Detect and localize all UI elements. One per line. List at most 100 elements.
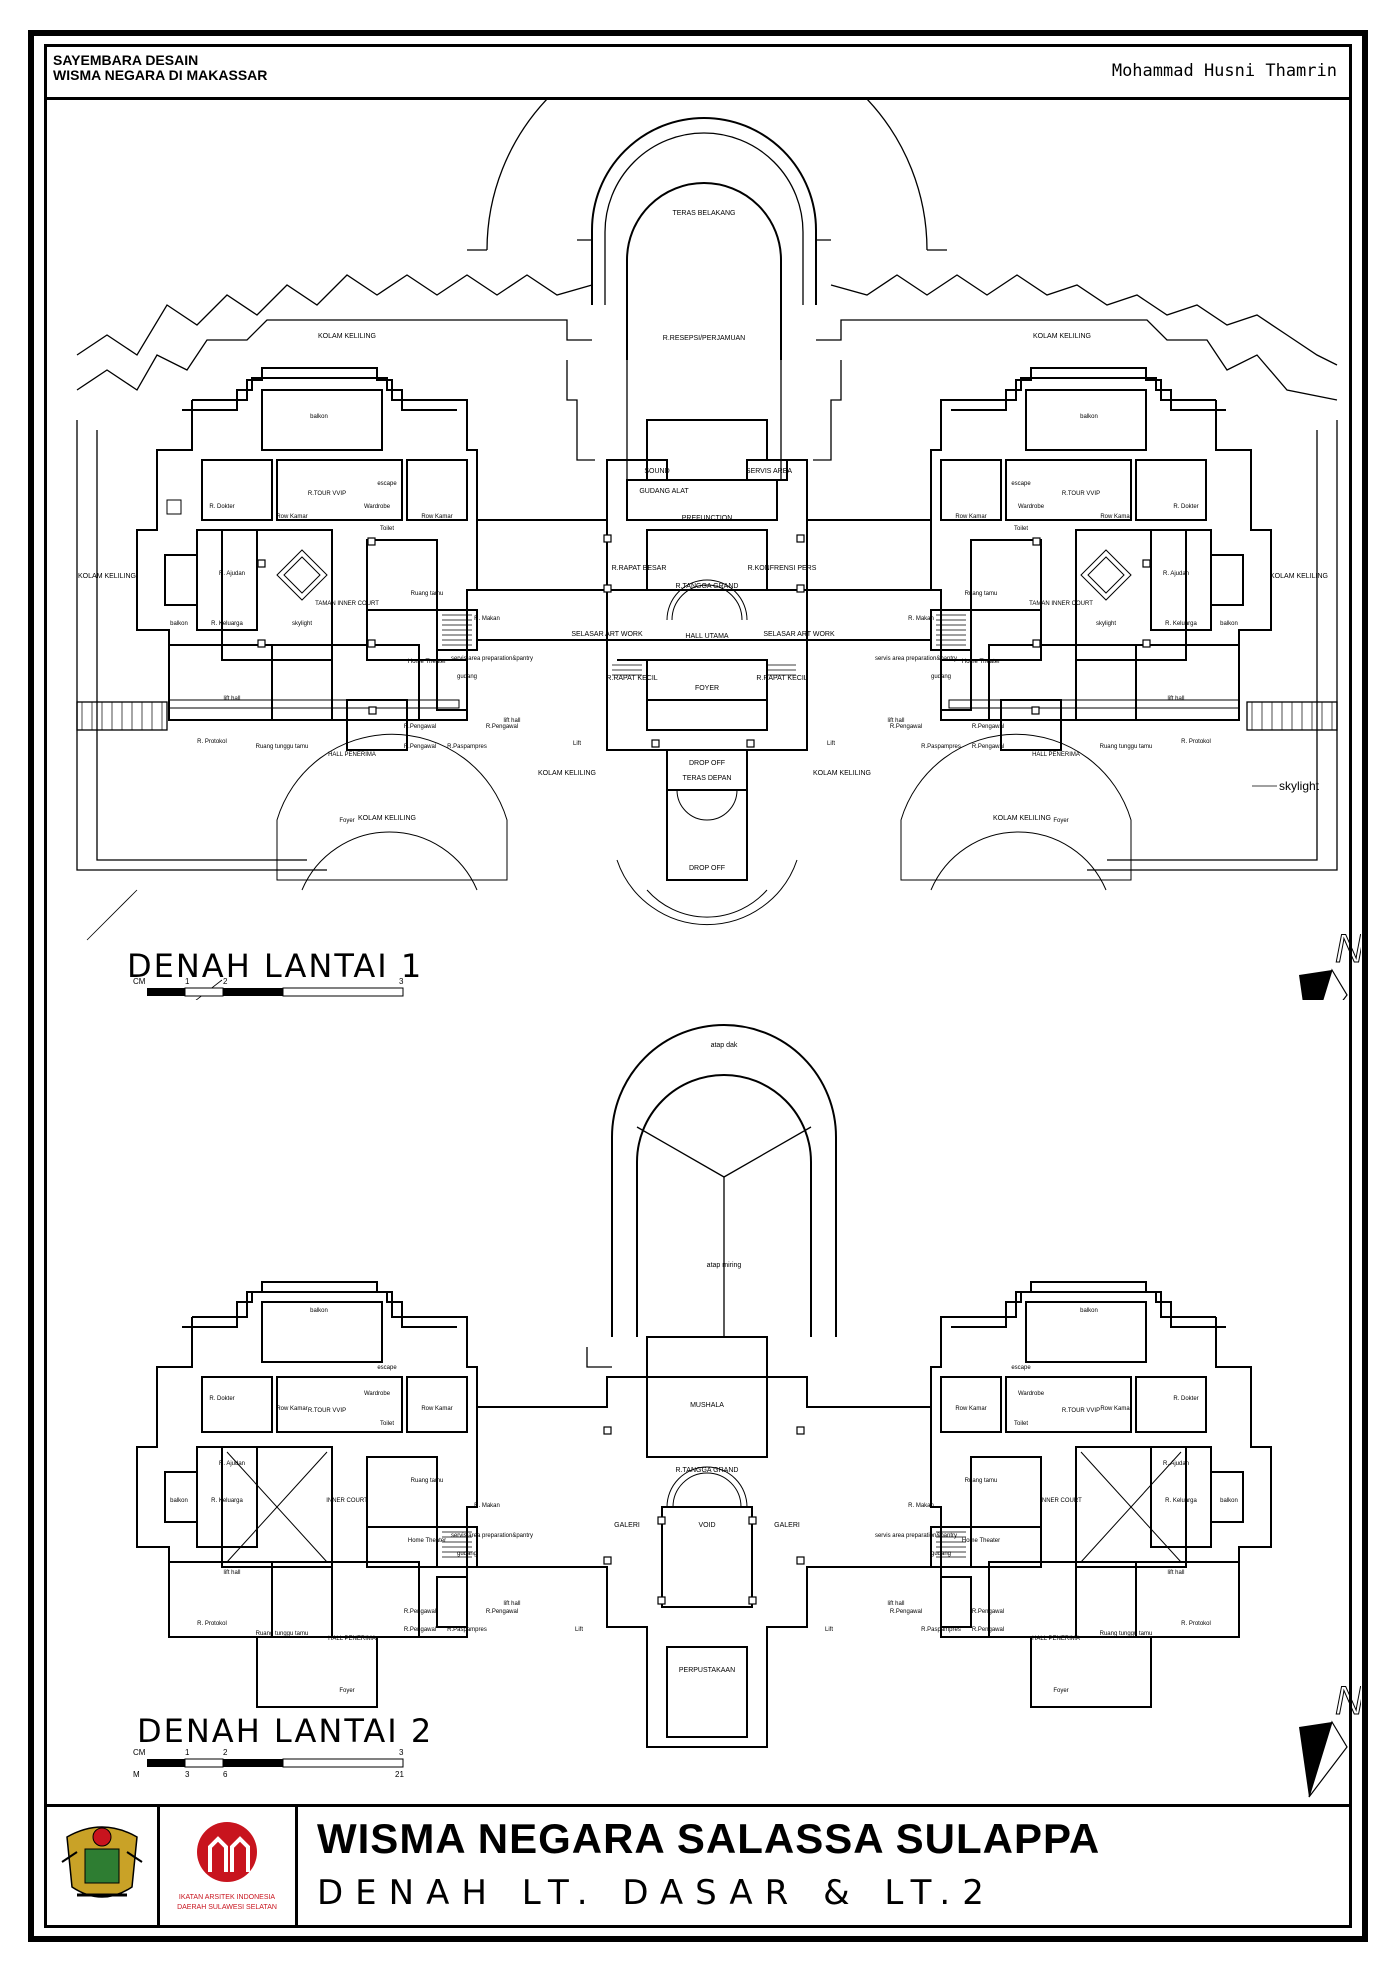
label-l-lift-s: Lift [573, 741, 581, 747]
label2-r-escape: escape [1011, 1365, 1031, 1371]
label-galeri-r: GALERI [774, 1522, 800, 1529]
label-tangga-grand-2: R.TANGGA GRAND [676, 1467, 739, 1474]
label2-r-ruang-tamu: Ruang tamu [965, 1478, 998, 1484]
label-drop-off-bottom: DROP OFF [689, 865, 725, 872]
label-teras-belakang: TERAS BELAKANG [672, 210, 735, 217]
label-rapat-kecil-l: R.RAPAT KECIL [606, 675, 657, 682]
label-r-servis: servis area preparation&pantry [875, 656, 957, 662]
author-name: Mohammad Husni Thamrin [1111, 61, 1337, 81]
label2-r-lift: lift hall [1167, 1570, 1184, 1576]
label-l-tunggu: Ruang tunggu tamu [256, 744, 309, 750]
label-l-pengawal1: R.Pengawal [404, 724, 436, 730]
label-l-protokol: R. Protokol [197, 739, 227, 745]
label-atap-dak: atap dak [711, 1042, 738, 1049]
label2-r-row-kamar1: Row Kamar [1100, 1406, 1131, 1412]
label2-r-pengawal3: R.Pengawal [890, 1609, 922, 1615]
scale1-m-label: M [133, 999, 140, 1000]
label2-l-protokol: R. Protokol [197, 1621, 227, 1627]
label2-l-foyer: Foyer [339, 1688, 354, 1694]
label-l-pengawal3: R.Pengawal [486, 724, 518, 730]
floor-plan-1: TERAS BELAKANG R.RESEPSI/PERJAMUAN KOLAM… [76, 100, 1361, 1000]
label-r-skylight: skylight [1096, 621, 1116, 627]
label-l-balkon: balkon [310, 414, 328, 420]
plan2-center-block [477, 1336, 931, 1748]
label-l-home-theater: Home Theater [408, 659, 446, 665]
label2-l-makan: R. Makan [474, 1503, 500, 1509]
label2-l-paspampres: R.Paspampres [447, 1627, 487, 1633]
floor-plan-2: atap dak atap miring MUSHALA R.TANGGA GR… [133, 1024, 1361, 1798]
label-r-balkon2: balkon [1220, 621, 1238, 627]
label2-l-ruang-tamu: Ruang tamu [411, 1478, 444, 1484]
scale2-cm-2: 2 [223, 1748, 228, 1757]
scale1-m-3: 3 [185, 999, 190, 1000]
scale2-m-6: 6 [223, 1770, 228, 1779]
label-r-lift-s: Lift [827, 741, 835, 747]
label-tangga-grand: R.TANGGA GRAND [676, 583, 739, 590]
plan2-left-wing [136, 1281, 478, 1708]
label2-l-toilet: Toilet [380, 1421, 394, 1427]
label2-r-makan: R. Makan [908, 1503, 934, 1509]
label2-r-tour-vvip: R.TOUR VVIP [1062, 1408, 1100, 1414]
project-title: WISMA NEGARA SALASSA SULAPPA [317, 1815, 1101, 1862]
label-prefunction: PREFUNCTION [682, 515, 733, 522]
label2-l-tunggu: Ruang tunggu tamu [256, 1631, 309, 1637]
label2-r-pengawal2: R.Pengawal [972, 1627, 1004, 1633]
label-l-tour-vvip: R.TOUR VVIP [308, 491, 346, 497]
label-r-makan: R. Makan [908, 616, 934, 622]
label-servis-area: SERVIS AREA [746, 468, 793, 475]
label-mushala: MUSHALA [690, 1402, 724, 1409]
label2-r-gudang: gudang [931, 1551, 951, 1557]
label-konferensi-pers: R.KONFRENSI PERS [748, 565, 817, 572]
competition-line-1: SAYEMBARA DESAIN [53, 52, 199, 68]
label2-r-balkon2: balkon [1220, 1498, 1238, 1504]
label-r-foyer: Foyer [1053, 818, 1068, 824]
scale2-m-3: 3 [185, 1770, 190, 1779]
label2-l-pengawal1: R.Pengawal [404, 1609, 436, 1615]
label2-r-lift-s: Lift [825, 1627, 833, 1633]
label-r-paspampres: R.Paspampres [921, 744, 961, 750]
label-rapat-besar: R.RAPAT BESAR [612, 565, 667, 572]
label-r-lift: lift hall [1167, 696, 1184, 702]
label-r-row-kamar2: Row Kamar [955, 514, 986, 520]
label2-l-inner: INNER COURT [326, 1498, 368, 1504]
label2-r-balkon: balkon [1080, 1308, 1098, 1314]
label-l-row-kamar2: Row Kamar [421, 514, 452, 520]
label2-l-gudang: gudang [457, 1551, 477, 1557]
label-r-balkon: balkon [1080, 414, 1098, 420]
label2-l-escape: escape [377, 1365, 397, 1371]
iai-logo-icon: IKATAN ARSITEK INDONESIA DAERAH SULAWESI… [177, 1822, 277, 1911]
label2-r-pengawal1: R.Pengawal [972, 1609, 1004, 1615]
label-r-home-theater: Home Theater [962, 659, 1000, 665]
label-foyer: FOYER [695, 685, 719, 692]
label2-r-ajudan: R. Ajudan [1163, 1461, 1189, 1467]
label-drop-off: DROP OFF [689, 760, 725, 767]
label-l-lift: lift hall [223, 696, 240, 702]
label2-l-pengawal3: R.Pengawal [486, 1609, 518, 1615]
label-r-tour-vvip: R.TOUR VVIP [1062, 491, 1100, 497]
label-r-protokol: R. Protokol [1181, 739, 1211, 745]
scale2-m-21: 21 [395, 1770, 404, 1779]
sheet-header: SAYEMBARA DESAIN WISMA NEGARA DI MAKASSA… [47, 47, 1349, 100]
iai-caption-1: IKATAN ARSITEK INDONESIA [179, 1894, 276, 1901]
scale2-cm-1: 1 [185, 1748, 190, 1757]
label-sound: SOUND [644, 468, 669, 475]
label-l-toilet: Toilet [380, 526, 394, 532]
label-r-lift2: lift hall [887, 718, 904, 724]
scale1-cm-1: 1 [185, 977, 190, 986]
label2-r-inner: INNER COURT [1040, 1498, 1082, 1504]
label2-l-row-kamar2: Row Kamar [421, 1406, 452, 1412]
sheet-title: DENAH LT. DASAR & LT.2 [317, 1873, 996, 1913]
label-hall-utama: HALL UTAMA [685, 633, 729, 640]
label-l-escape: escape [377, 481, 397, 487]
label-l-wardrobe: Wardrobe [364, 504, 391, 510]
scale2-cm-3: 3 [399, 1748, 404, 1757]
label2-r-row-kamar2: Row Kamar [955, 1406, 986, 1412]
scale1-m-21: 21 [395, 999, 404, 1000]
plan2-north-arrow: N [1299, 1679, 1361, 1798]
label-r-pengawal1: R.Pengawal [972, 724, 1004, 730]
label-l-pengawal2: R.Pengawal [404, 744, 436, 750]
label2-r-dokter: R. Dokter [1173, 1396, 1198, 1402]
label-rapat-kecil-r: R.RAPAT KECIL [756, 675, 807, 682]
label-kolam-tl: KOLAM KELILING [318, 333, 376, 340]
scale1-cm-2: 2 [223, 977, 228, 986]
